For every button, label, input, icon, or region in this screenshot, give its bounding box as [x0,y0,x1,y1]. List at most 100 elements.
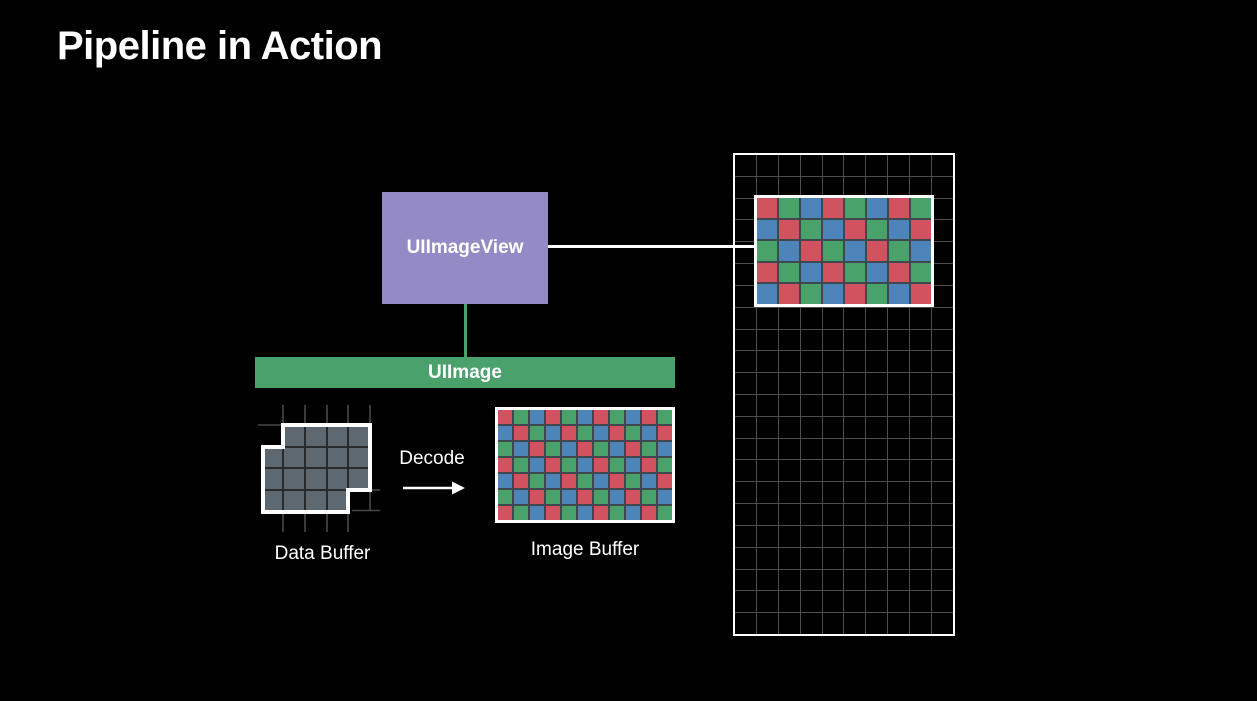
grid-cell [932,482,953,504]
pixel-cell [801,219,821,240]
grid-cell [910,504,932,525]
pixel-cell [658,458,672,472]
grid-cell [932,416,953,438]
grid-cell [822,613,844,634]
grid-cell [800,329,822,351]
grid-cell [822,547,844,569]
pixel-cell [801,198,821,218]
pixel-cell [911,198,931,218]
pixel-cell [578,426,592,440]
grid-cell [756,591,778,613]
grid-cell [932,242,953,264]
grid-cell [735,395,756,416]
grid-cell [888,176,910,198]
grid-cell [735,264,756,285]
grid-cell [756,351,778,373]
grid-cell [822,525,844,547]
pixel-cell [867,284,887,304]
buffer-cell [262,446,284,469]
grid-cell [888,613,910,634]
grid-cell [735,438,756,460]
grid-cell [735,155,756,176]
pixel-cell [578,506,592,520]
grid-cell [866,438,888,460]
grid-cell [756,460,778,482]
grid-cell [735,504,756,525]
grid-cell [800,395,822,416]
grid-cell [800,547,822,569]
pixel-cell [514,458,528,472]
pixel-cell [514,442,528,456]
pixel-cell [610,442,624,456]
pixel-cell [911,284,931,304]
pixel-cell [498,474,512,488]
grid-cell [932,220,953,242]
pixel-cell [823,219,843,240]
grid-cell [756,547,778,569]
grid-cell [932,351,953,373]
pixel-cell [610,506,624,520]
grid-cell [822,351,844,373]
grid-cell [800,525,822,547]
pixel-cell [867,198,887,218]
grid-cell [800,176,822,198]
pixel-cell [642,426,656,440]
grid-cell [910,307,932,329]
grid-cell [910,460,932,482]
grid-cell [756,176,778,198]
grid-cell [866,351,888,373]
grid-cell [800,351,822,373]
pixel-cell [578,474,592,488]
grid-cell [778,482,800,504]
pixel-cell [610,426,624,440]
grid-cell [932,460,953,482]
pixel-cell [498,458,512,472]
grid-cell [756,613,778,634]
pixel-cell [562,442,576,456]
grid-cell [735,416,756,438]
data-buffer-label: Data Buffer [274,543,371,564]
grid-cell [932,525,953,547]
pixel-cell [779,198,799,218]
pixel-cell [562,490,576,504]
grid-cell [866,416,888,438]
grid-cell [866,307,888,329]
pixel-cell [594,426,608,440]
grid-cell [888,504,910,525]
grid-cell [888,569,910,591]
buffer-cell [326,467,349,491]
grid-cell [800,438,822,460]
grid-cell [822,569,844,591]
pixel-cell [626,410,640,424]
buffer-cell [304,424,328,448]
pixel-cell [498,410,512,424]
grid-cell [822,373,844,394]
rendered-image-grid [754,195,934,307]
pixel-cell [594,474,608,488]
grid-cell [800,460,822,482]
grid-cell [932,547,953,569]
pixel-cell [801,284,821,304]
grid-cell [756,416,778,438]
pixel-cell [779,262,799,283]
pixel-cell [889,198,909,218]
grid-cell [866,504,888,525]
grid-cell [735,373,756,394]
pixel-cell [801,262,821,283]
buffer-cell [304,489,328,513]
pixel-cell [626,506,640,520]
pixel-cell [658,426,672,440]
grid-cell [910,569,932,591]
pixel-cell [594,506,608,520]
pixel-cell [757,284,777,304]
grid-cell [866,329,888,351]
buffer-cell [304,467,328,491]
grid-cell [778,504,800,525]
grid-cell [932,591,953,613]
grid-cell [888,547,910,569]
grid-cell [910,438,932,460]
grid-cell [932,569,953,591]
pixel-cell [562,426,576,440]
pixel-cell [658,410,672,424]
pixel-cell [594,442,608,456]
